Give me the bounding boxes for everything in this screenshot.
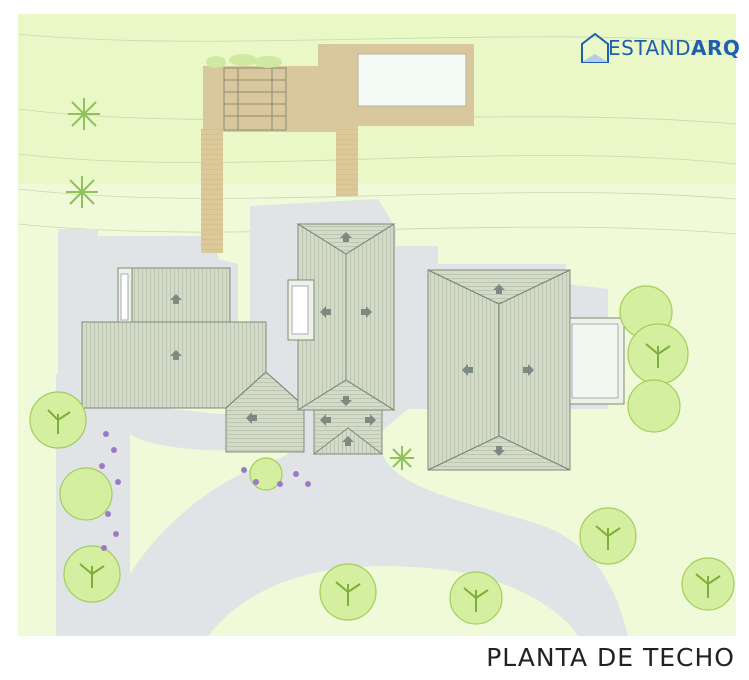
site-plan <box>18 14 736 636</box>
roof-left-wing <box>81 267 305 453</box>
tree-trunks <box>47 343 721 612</box>
pergola <box>223 67 287 131</box>
slope-arrows <box>170 232 534 456</box>
pool <box>357 53 467 107</box>
logo-text-bold: ARQ <box>691 36 741 60</box>
logo-text-regular: ESTAND <box>608 36 692 60</box>
trees <box>29 285 735 625</box>
palm-trees <box>66 98 414 470</box>
roof-center <box>287 223 396 455</box>
page-title: PLANTA DE TECHO <box>486 643 735 672</box>
logo-house-icon <box>581 32 609 63</box>
hedge <box>206 54 282 68</box>
flower-beds <box>99 431 311 551</box>
contour-lines <box>18 33 736 235</box>
pool-deck <box>201 44 474 253</box>
